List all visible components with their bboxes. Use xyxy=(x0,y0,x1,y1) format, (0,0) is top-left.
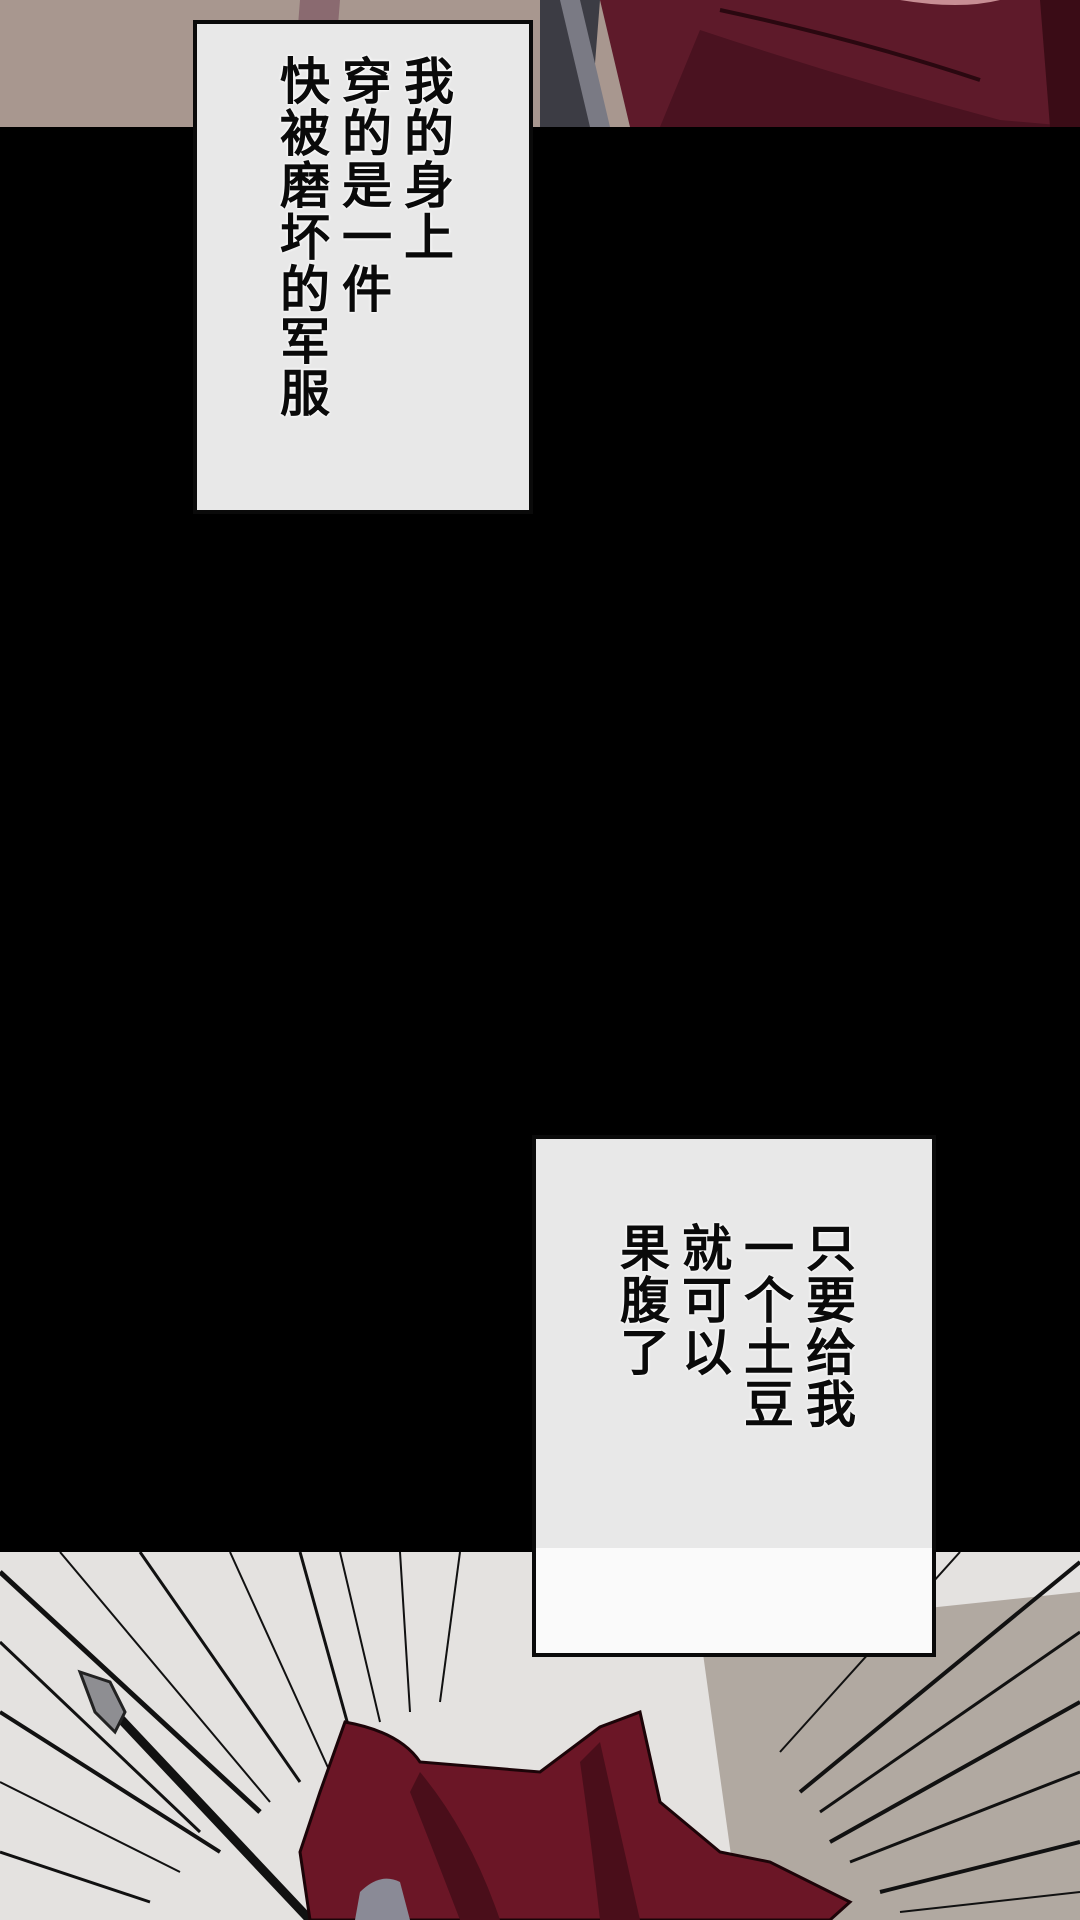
top-illustration-panel xyxy=(0,0,1080,127)
caption-lower-area xyxy=(536,1548,932,1653)
red-cloak xyxy=(298,1709,853,1920)
narration-caption-box: 我的身上 穿的是一件 快被磨坏的军服 xyxy=(193,20,533,514)
narration-text: 只要给我 一个土豆 就可以 果腹了 xyxy=(612,1222,856,1430)
narration-text: 我的身上 穿的是一件 快被磨坏的军服 xyxy=(272,55,454,419)
cloaked-figure-illustration xyxy=(0,1552,1080,1920)
figure-hair xyxy=(355,1878,410,1920)
narration-caption-box: 只要给我 一个土豆 就可以 果腹了 xyxy=(532,1135,936,1657)
spear xyxy=(77,1669,314,1920)
cloth-illustration xyxy=(0,0,1080,127)
